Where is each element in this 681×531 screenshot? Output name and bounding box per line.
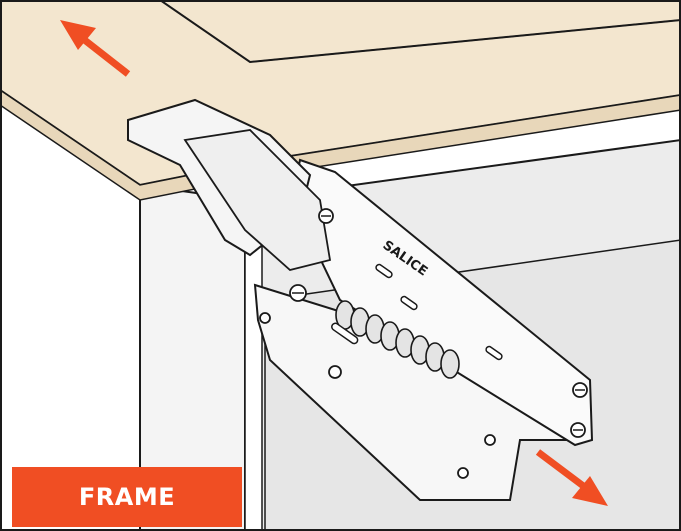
top-panel-edge xyxy=(0,89,681,201)
cabinet-inner-strip xyxy=(244,229,263,531)
mounting-slots xyxy=(331,263,503,361)
arrow-up-left-icon xyxy=(60,20,131,77)
hinge-arm xyxy=(183,129,332,271)
frame-label-background xyxy=(12,467,242,527)
screw-slots xyxy=(292,215,585,431)
frame-label: FRAME xyxy=(12,467,242,527)
arrow-down-right-icon xyxy=(535,449,608,506)
lid-edge xyxy=(159,0,681,63)
hinge-spring xyxy=(335,300,460,379)
frame-label-text: FRAME xyxy=(78,483,176,511)
